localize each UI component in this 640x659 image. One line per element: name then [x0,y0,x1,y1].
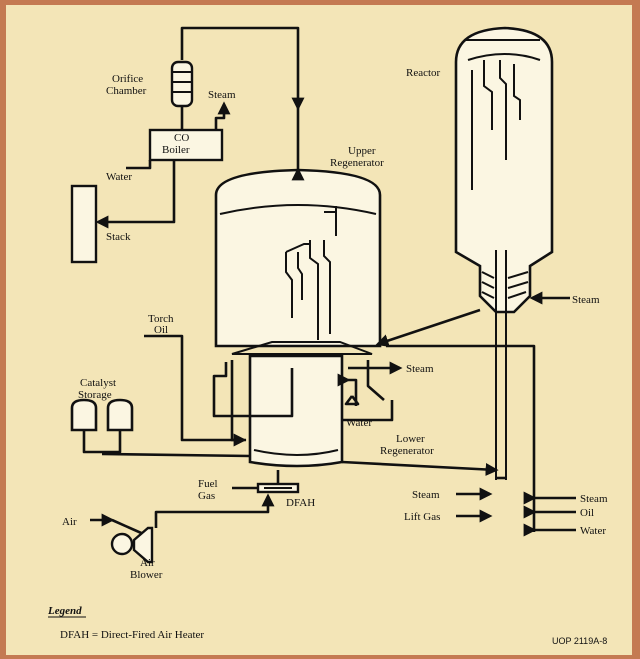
orifice-chamber-label: Orifice [112,73,143,85]
catalyst-storage-label-2: Storage [78,389,112,401]
air-blower-label: Air [140,557,155,569]
steam-right-label: Steam [580,493,608,505]
diagram-labels: Orifice Chamber Steam CO Boiler Water St… [62,67,608,581]
lift-gas-label: Lift Gas [404,511,440,523]
legend-title: Legend [47,605,82,617]
fuel-gas-label-2: Gas [198,490,215,502]
upper-regenerator-label: Upper [348,145,376,157]
orifice-chamber-label-2: Chamber [106,85,147,97]
water-right-label: Water [580,525,606,537]
water-boiler-label: Water [106,171,132,183]
dfah-label: DFAH [286,497,315,509]
torch-oil-label-2: Oil [154,324,168,336]
lower-regenerator-label-2: Regenerator [380,445,434,457]
lower-regenerator-label: Lower [396,433,425,445]
torch-oil-label: Torch [148,313,174,325]
flue-gas-line [70,26,305,264]
regenerator-vessel [214,168,382,468]
steam-regen-label: Steam [406,363,434,375]
reactor-vessel [454,26,554,480]
legend: Legend DFAH = Direct-Fired Air Heater UO… [47,605,607,646]
process-lines [82,291,576,538]
stack-label: Stack [106,231,131,243]
catalyst-storage-label: Catalyst [80,377,116,389]
fuel-gas-label: Fuel [198,478,218,490]
legend-entry: DFAH = Direct-Fired Air Heater [60,629,204,641]
water-regen-label: Water [346,417,372,429]
oil-right-label: Oil [580,507,594,519]
catalyst-storage-hoppers [70,398,134,432]
air-blower [110,526,154,564]
steam-top-label: Steam [208,89,236,101]
co-boiler-label: CO [174,132,189,144]
upper-regenerator-label-2: Regenerator [330,157,384,169]
reactor-label: Reactor [406,67,441,79]
figure-code: UOP 2119A-8 [552,636,607,646]
steam-bottom-label: Steam [412,489,440,501]
co-boiler-label-2: Boiler [162,144,190,156]
air-blower-label-2: Blower [130,569,163,581]
air-label: Air [62,516,77,528]
steam-reactor-label: Steam [572,294,600,306]
